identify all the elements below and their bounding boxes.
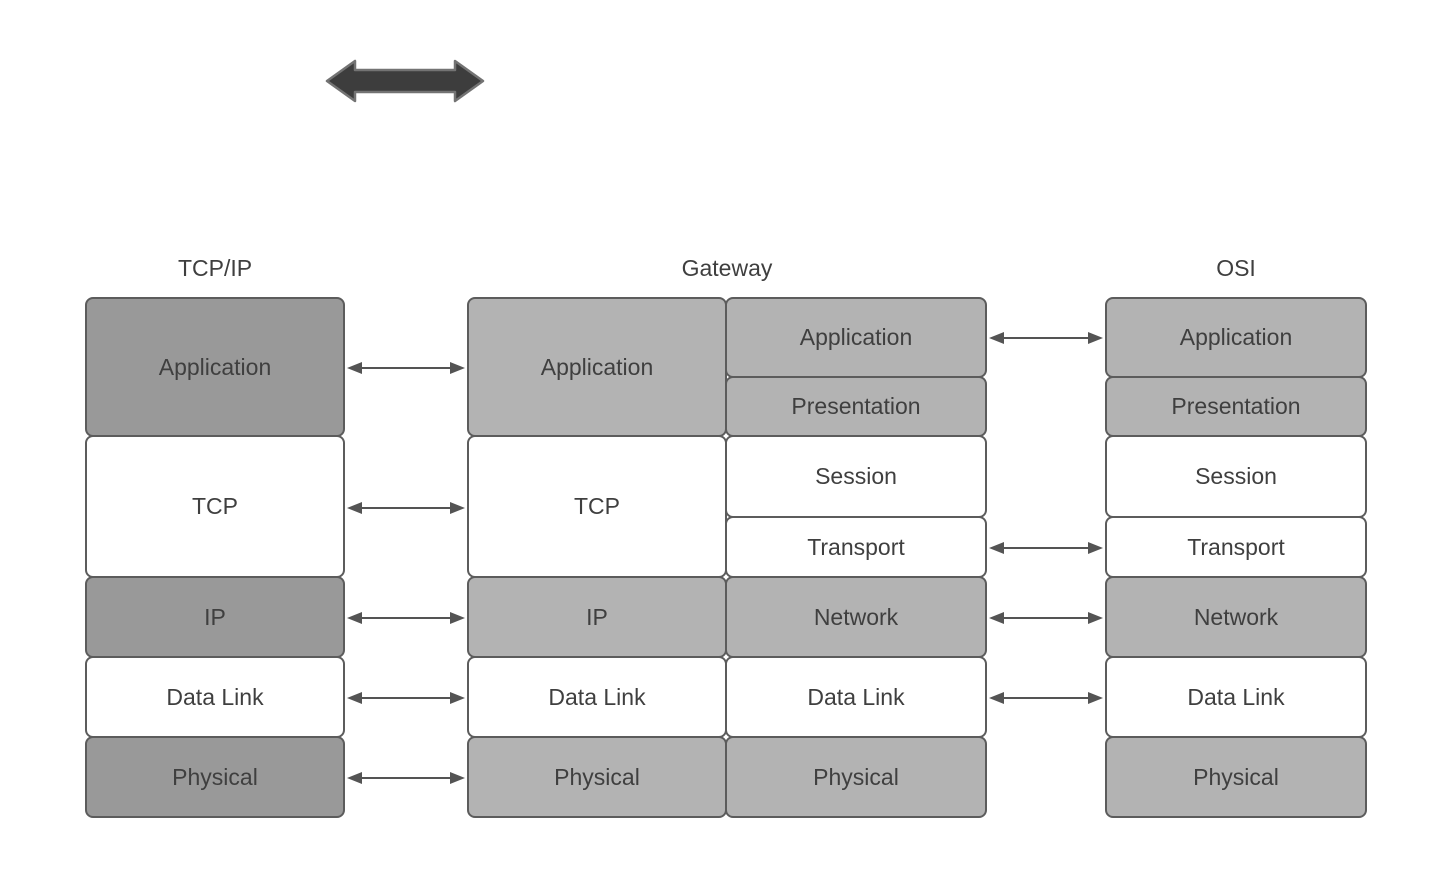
layer-data-link: Data Link (85, 656, 345, 738)
layer-physical: Physical (1105, 736, 1367, 818)
gateway-osi-arrow-icon (989, 692, 1103, 704)
tcpip-gateway-arrow-icon (347, 502, 465, 514)
layer-physical: Physical (467, 736, 727, 818)
layer-physical: Physical (85, 736, 345, 818)
layer-data-link: Data Link (467, 656, 727, 738)
layer-network: Network (725, 576, 987, 658)
column-header-osi: OSI (1216, 255, 1256, 281)
gateway-osi-arrow-icon (989, 332, 1103, 344)
layer-session: Session (1105, 435, 1367, 518)
column-header-tcpip: TCP/IP (177, 255, 253, 281)
layer-application: Application (85, 297, 345, 437)
tcpip-gateway-arrow-icon (347, 612, 465, 624)
layer-application: Application (725, 297, 987, 378)
layer-network: Network (1105, 576, 1367, 658)
layer-presentation: Presentation (1105, 376, 1367, 437)
layer-data-link: Data Link (725, 656, 987, 738)
column-header-gateway: Gateway (681, 255, 773, 281)
layer-ip: IP (85, 576, 345, 658)
tcpip-gateway-arrow-icon (347, 362, 465, 374)
layer-session: Session (725, 435, 987, 518)
gateway-osi-arrow-icon (989, 542, 1103, 554)
tcpip-gateway-arrow-icon (347, 692, 465, 704)
layer-transport: Transport (1105, 516, 1367, 578)
tcpip-gateway-arrow-icon (347, 772, 465, 784)
layer-transport: Transport (725, 516, 987, 578)
gateway-osi-arrow-icon (989, 612, 1103, 624)
double-arrow-icon (325, 59, 485, 103)
layer-application: Application (1105, 297, 1367, 378)
layer-tcp: TCP (467, 435, 727, 578)
layer-presentation: Presentation (725, 376, 987, 437)
layer-physical: Physical (725, 736, 987, 818)
layer-data-link: Data Link (1105, 656, 1367, 738)
layer-application: Application (467, 297, 727, 437)
layer-tcp: TCP (85, 435, 345, 578)
layer-ip: IP (467, 576, 727, 658)
